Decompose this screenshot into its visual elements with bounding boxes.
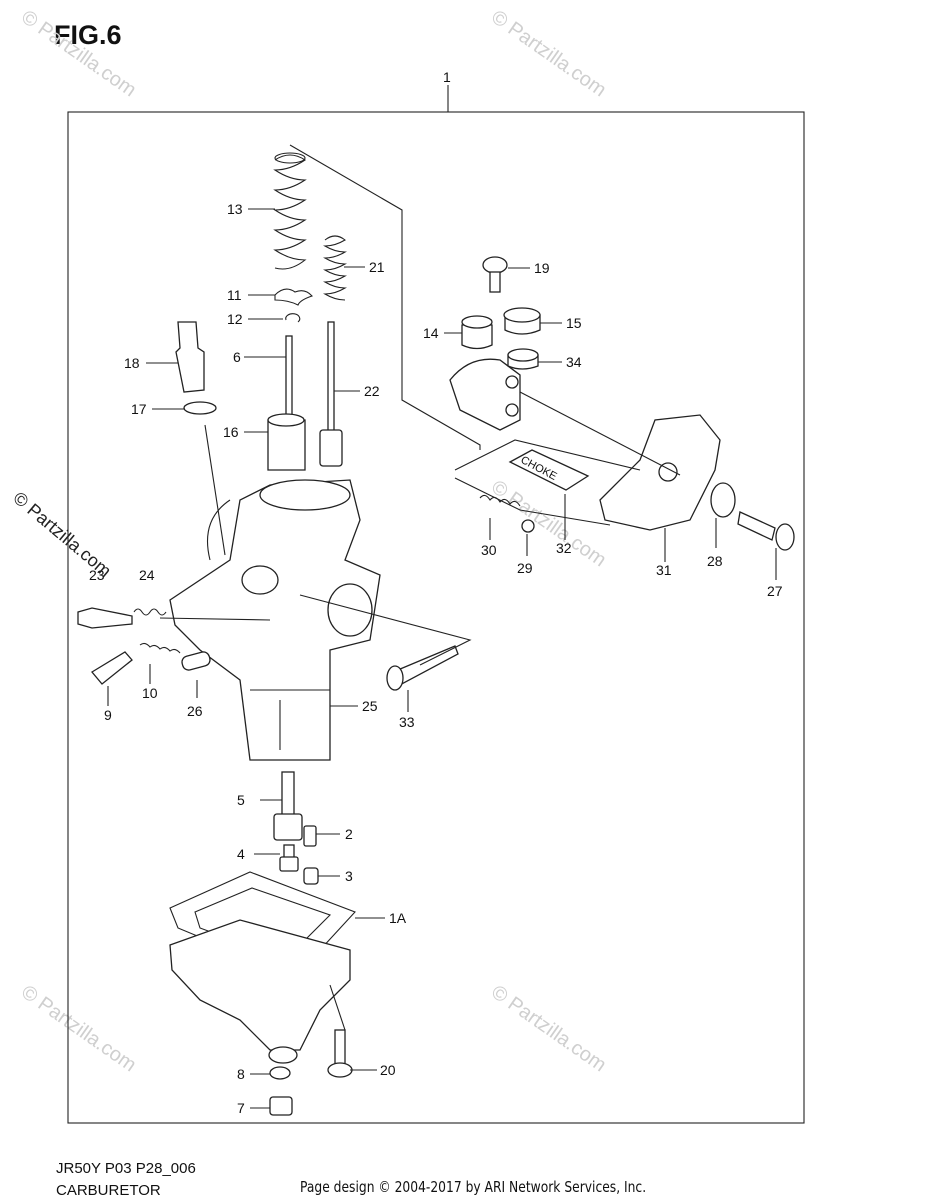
choke-plate-32: CHOKE: [508, 449, 590, 491]
washer-17: [183, 401, 217, 415]
fitting-18: [175, 321, 205, 393]
assembly-frame: [67, 85, 805, 1124]
callout-33: 33: [399, 714, 415, 730]
choke-lever-31: [599, 414, 721, 531]
float-chamber: [169, 919, 351, 1064]
callout-1: 1: [443, 69, 451, 85]
jet-2: [303, 825, 317, 847]
watermark: © Partzilla.com: [487, 6, 610, 101]
callout-8: 8: [237, 1066, 245, 1082]
callout-16: 16: [223, 424, 239, 440]
spring-30: [479, 494, 521, 507]
throttle-valve-16: [267, 413, 306, 471]
callout-6: 6: [233, 349, 241, 365]
drain-screw-7: [269, 1096, 293, 1116]
pilot-jet-4: [279, 844, 299, 872]
callout-24: 24: [139, 567, 155, 583]
spring-21: [323, 235, 347, 301]
carburetor-body-25: [169, 479, 381, 761]
callout-30: 30: [481, 542, 497, 558]
callout-29: 29: [517, 560, 533, 576]
copyright-notice: Page design © 2004-2017 by ARI Network S…: [300, 1178, 647, 1196]
figure-label: FIG.6: [54, 20, 122, 50]
callout-34: 34: [566, 354, 582, 370]
screw-19: [482, 256, 508, 293]
spring-13: [273, 152, 307, 270]
callout-10: 10: [142, 685, 158, 701]
callout-13: 13: [227, 201, 243, 217]
callout-28: 28: [707, 553, 723, 569]
throttle-stop-screw-9: [91, 651, 133, 685]
needle-6: [285, 335, 293, 419]
ball-29: [521, 519, 535, 533]
callout-14: 14: [423, 325, 439, 341]
callout-7: 7: [237, 1100, 245, 1116]
watermark: © Partzilla.com: [487, 476, 610, 571]
watermark: © Partzilla.com: [17, 981, 140, 1076]
watermark: © Partzilla.com: [17, 6, 140, 101]
spring-10: [139, 642, 181, 654]
callout-19: 19: [534, 260, 550, 276]
callout-20: 20: [380, 1062, 396, 1078]
callout-22: 22: [364, 383, 380, 399]
cap-15: [503, 307, 541, 335]
screw-20: [327, 1029, 353, 1078]
callout-32: 32: [556, 540, 572, 556]
watermark: © Partzilla.com: [487, 981, 610, 1076]
callout-1a: 1A: [389, 910, 407, 926]
choke-bracket-34: [449, 358, 521, 431]
callout-21: 21: [369, 259, 385, 275]
callout-5: 5: [237, 792, 245, 808]
main-jet-5: [273, 771, 303, 841]
callout-12: 12: [227, 311, 243, 327]
callout-4: 4: [237, 846, 245, 862]
callout-9: 9: [104, 707, 112, 723]
clip-11: [274, 288, 313, 306]
air-screw-23: [77, 607, 133, 629]
callout-25: 25: [362, 698, 378, 714]
callout-2: 2: [345, 826, 353, 842]
callout-23: 23: [89, 567, 105, 583]
leader-lines: [107, 144, 777, 1109]
callout-11: 11: [227, 287, 242, 303]
pin-26: [181, 651, 211, 671]
callout-3: 3: [345, 868, 353, 884]
e-ring-12: [285, 313, 301, 323]
cap-14: [461, 315, 493, 350]
spring-24: [133, 608, 167, 616]
callout-15: 15: [566, 315, 582, 331]
callout-26: 26: [187, 703, 203, 719]
callout-27: 27: [767, 583, 783, 599]
section-name: CARBURETOR: [56, 1182, 161, 1199]
screw-27: [737, 511, 795, 551]
callout-18: 18: [124, 355, 140, 371]
diagram-code: JR50Y P03 P28_006: [56, 1160, 196, 1177]
plunger-22: [319, 321, 343, 467]
screw-33: [386, 645, 459, 691]
callout-31: 31: [656, 562, 672, 578]
washer-8: [269, 1066, 291, 1080]
plug-3: [303, 867, 319, 885]
callout-labels: 1 1A 2 3 4 5 6 7 8 9 10 11 12 13 14 15 1…: [89, 69, 783, 1116]
cap-34: [507, 348, 539, 370]
callout-17: 17: [131, 401, 147, 417]
washer-28: [710, 482, 736, 518]
